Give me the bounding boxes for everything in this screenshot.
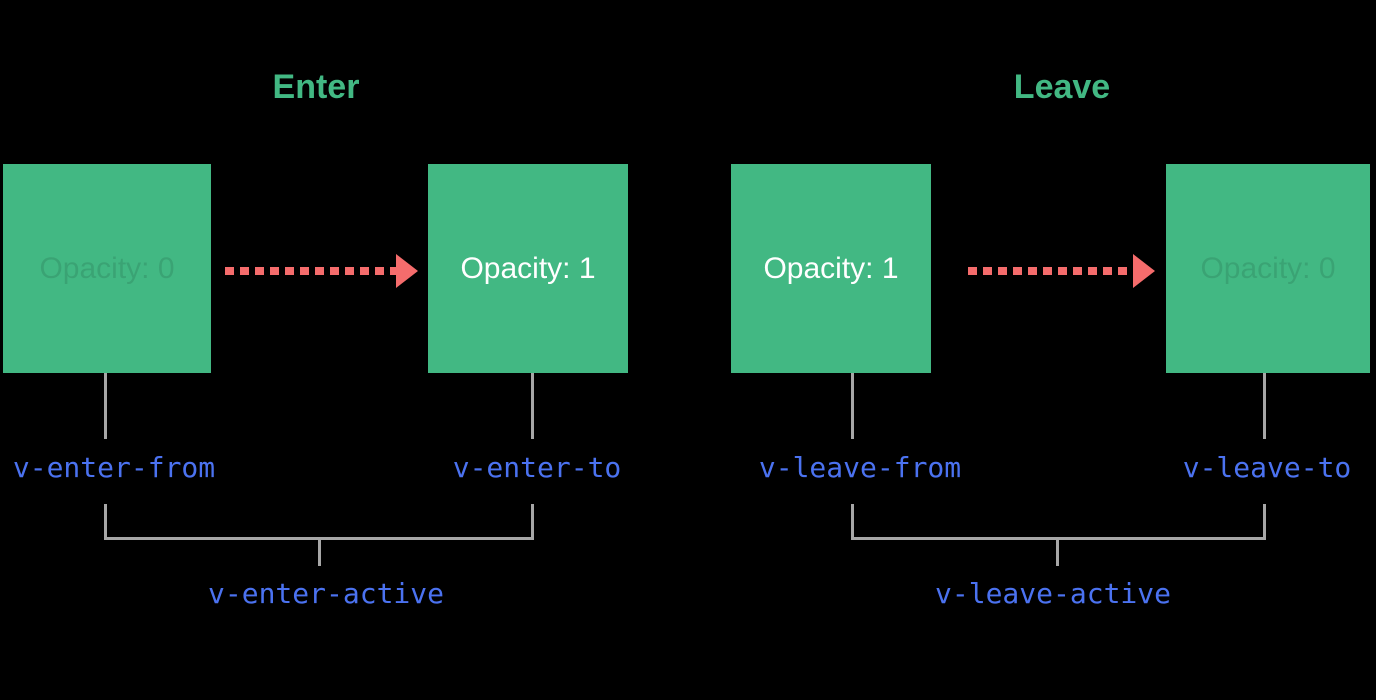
enter-to-box: Opacity: 1 (428, 164, 628, 373)
enter-arrowhead-icon (396, 254, 418, 288)
leave-from-opacity-text: Opacity: 1 (763, 251, 899, 285)
leave-bracket-stem-line (1056, 540, 1059, 566)
enter-from-opacity-text: Opacity: 0 (39, 251, 175, 285)
enter-to-class-label: v-enter-to (452, 451, 622, 484)
enter-dashed-arrow-line (225, 267, 397, 275)
leave-bracket-right-line (1263, 504, 1266, 540)
leave-active-class-label: v-leave-active (934, 577, 1172, 610)
leave-from-box: Opacity: 1 (731, 164, 931, 373)
leave-bracket-left-line (851, 504, 854, 540)
leave-to-box: Opacity: 0 (1166, 164, 1370, 373)
enter-to-opacity-text: Opacity: 1 (460, 251, 596, 285)
enter-from-class-label: v-enter-from (12, 451, 216, 484)
enter-from-box: Opacity: 0 (3, 164, 211, 373)
leave-arrowhead-icon (1133, 254, 1155, 288)
leave-dashed-arrow-line (968, 267, 1134, 275)
enter-bracket-left-line (104, 504, 107, 540)
enter-bracket-stem-line (318, 540, 321, 566)
enter-active-class-label: v-enter-active (207, 577, 445, 610)
enter-bracket-right-line (531, 504, 534, 540)
leave-from-connector-line (851, 373, 854, 439)
leave-bracket-horizontal-line (851, 537, 1266, 540)
enter-bracket-horizontal-line (104, 537, 534, 540)
enter-to-connector-line (531, 373, 534, 439)
leave-section-title: Leave (1013, 68, 1111, 106)
leave-to-opacity-text: Opacity: 0 (1200, 251, 1336, 285)
enter-section-title: Enter (272, 68, 360, 106)
leave-to-class-label: v-leave-to (1182, 451, 1352, 484)
leave-to-connector-line (1263, 373, 1266, 439)
enter-from-connector-line (104, 373, 107, 439)
leave-from-class-label: v-leave-from (758, 451, 962, 484)
